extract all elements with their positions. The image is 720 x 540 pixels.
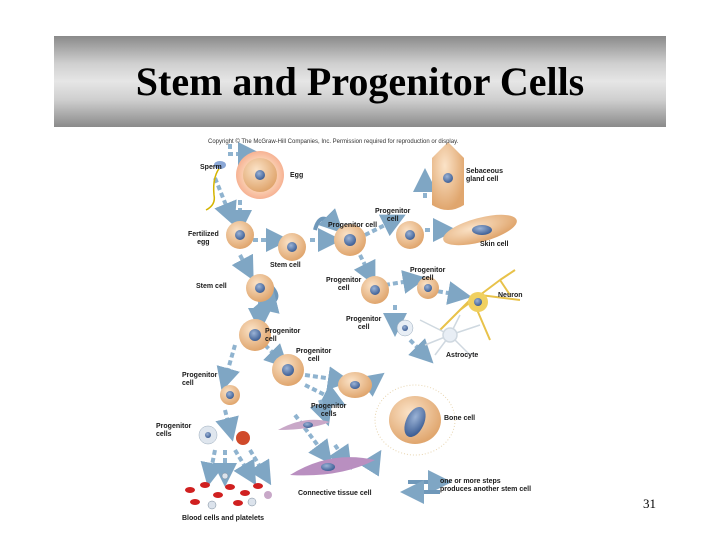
slide-title: Stem and Progenitor Cells	[135, 59, 585, 104]
label-progenitor-right: Progenitor cell	[410, 267, 445, 283]
label-egg: Egg	[290, 172, 304, 179]
label-progenitor-middle-line2: cell	[337, 285, 350, 292]
label-progenitor-far-left-line2: cell	[182, 380, 194, 387]
astrocyte-cell	[419, 314, 481, 356]
label-progenitor-bottom-left-line1: Progenitor	[156, 423, 192, 430]
label-progenitor-left: Progenitor cell	[265, 328, 300, 344]
label-progenitor-far-left: Progenitor cell	[182, 372, 217, 388]
label-sperm: Sperm	[200, 164, 222, 171]
label-neuron: Neuron	[498, 292, 523, 299]
label-astrocyte: Astrocyte	[446, 352, 479, 359]
label-progenitor-center-line1: Progenitor	[296, 348, 332, 355]
label-progenitor-bottom-left: Progenitor cells	[156, 423, 191, 439]
label-progenitor-top-line1: Progenitor	[375, 208, 411, 215]
label-progenitor-astrocyte: Progenitor cell	[346, 316, 381, 332]
legend-text-line2: produces another stem cell	[440, 486, 532, 493]
label-stem-cell-left: Stem cell	[196, 283, 227, 290]
red-progenitor-cell	[236, 431, 250, 445]
label-progenitor-cells: Progenitor cells	[311, 403, 346, 419]
label-progenitor-right-line1: Progenitor	[410, 267, 446, 274]
label-progenitor-astrocyte-line2: cell	[357, 324, 370, 331]
label-bone-cell: Bone cell	[444, 415, 476, 422]
label-connective-tissue: Connective tissue cell	[298, 490, 372, 497]
label-sebaceous-line2: gland cell	[466, 176, 499, 183]
label-fertilized-line1: Fertilized	[188, 231, 219, 238]
label-progenitor-bottom-left-line2: cells	[156, 431, 172, 438]
label-progenitor-arrow: Progenitor cell	[328, 222, 378, 229]
blood-cells	[185, 472, 272, 510]
label-progenitor-astrocyte-line1: Progenitor	[346, 316, 382, 323]
stem-cell-diagram: Copyright © The McGraw-Hill Companies, I…	[156, 130, 550, 528]
legend-text: one or more steps produces another stem …	[440, 478, 531, 494]
label-progenitor-top-line2: cell	[386, 216, 399, 223]
title-bar: Stem and Progenitor Cells	[54, 36, 666, 127]
sperm-cell	[205, 164, 223, 211]
legend-arrow	[400, 470, 452, 504]
label-progenitor-center-line2: cell	[307, 356, 320, 363]
label-progenitor-left-line1: Progenitor	[265, 328, 301, 335]
label-progenitor-middle-line1: Progenitor	[326, 277, 362, 284]
page-number: 31	[643, 496, 656, 511]
label-skin-cell: Skin cell	[480, 241, 509, 248]
neuron-cell	[439, 269, 521, 341]
label-progenitor-right-line2: cell	[421, 275, 434, 282]
label-blood-cells: Blood cells and platelets	[182, 515, 265, 522]
label-sebaceous: Sebaceous gland cell	[466, 168, 503, 184]
label-fertilized-egg: Fertilized egg	[188, 231, 219, 247]
label-progenitor-left-line2: cell	[265, 336, 277, 343]
diagram-graphics	[185, 142, 521, 510]
legend-text-line1: one or more steps	[440, 478, 501, 485]
label-progenitor-cells-line2: cells	[320, 411, 337, 418]
label-progenitor-center: Progenitor cell	[296, 348, 331, 364]
bone-cell	[374, 384, 456, 456]
label-sebaceous-line1: Sebaceous	[466, 168, 503, 175]
label-progenitor-far-left-line1: Progenitor	[182, 372, 218, 379]
copyright-notice: Copyright © The McGraw-Hill Companies, I…	[208, 139, 459, 145]
label-progenitor-cells-line1: Progenitor	[311, 403, 347, 410]
label-stem-cell-top: Stem cell	[270, 262, 301, 269]
label-progenitor-middle: Progenitor cell	[326, 277, 361, 293]
label-fertilized-line2: egg	[197, 239, 210, 246]
label-progenitor-top: Progenitor cell	[375, 208, 410, 224]
